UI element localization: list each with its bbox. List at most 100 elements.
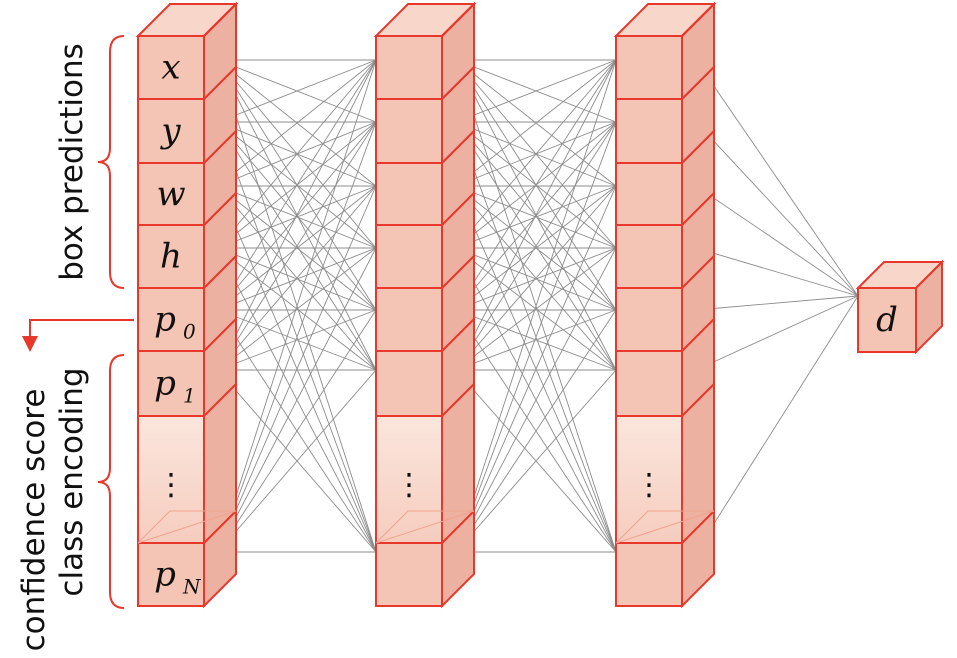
layer-cell <box>137 415 205 544</box>
connection-line <box>217 247 377 371</box>
layer-cell <box>137 287 205 352</box>
layer-cell <box>615 35 683 100</box>
class-encoding-bracket <box>97 354 125 609</box>
layer-cell <box>615 224 683 289</box>
input-cell-subscript: 0 <box>183 320 196 344</box>
output-front-face <box>857 287 917 353</box>
confidence-arrow-head <box>22 336 38 352</box>
connection-line <box>217 59 377 249</box>
connection-line <box>217 185 377 311</box>
cell-edge <box>203 510 237 544</box>
layer-connections <box>217 59 859 553</box>
cell-edge <box>681 3 715 37</box>
connection-line <box>455 59 617 371</box>
connection-line <box>217 185 377 553</box>
box-predictions-bracket <box>97 35 125 289</box>
connection-line <box>217 121 377 371</box>
cell-edge <box>681 192 715 226</box>
layer-cell <box>137 542 205 607</box>
output-connection-line <box>695 121 859 297</box>
cell-edge <box>681 255 715 289</box>
confidence-score-label: confidence score <box>16 389 52 652</box>
layer-cell <box>375 35 443 100</box>
layer-cell <box>137 350 205 417</box>
annotations: box predictions class encoding confidenc… <box>16 35 134 652</box>
layer-cell <box>615 287 683 352</box>
hidden-ellipsis: ⋮ <box>394 468 424 503</box>
connection-line <box>217 59 377 123</box>
cell-edge <box>441 255 475 289</box>
cell-edge <box>441 66 475 100</box>
connection-line <box>217 247 377 311</box>
hidden-ellipsis: ⋮ <box>634 468 664 503</box>
connection-line <box>217 369 377 553</box>
layer-cell <box>137 35 205 100</box>
output-connection-line <box>695 185 859 297</box>
connection-line <box>217 121 377 311</box>
connection-line <box>455 121 617 371</box>
cell-edge <box>203 3 237 37</box>
connection-line <box>455 247 617 553</box>
output-connection-line <box>695 247 859 297</box>
connection-line <box>455 309 617 371</box>
layer-cell <box>375 287 443 352</box>
layer-cell <box>375 224 443 289</box>
cell-edge <box>203 192 237 226</box>
class-encoding-label: class encoding <box>54 367 90 596</box>
faded-edge <box>137 510 237 544</box>
layer-cell <box>375 162 443 226</box>
input-cell-label: h <box>160 237 182 277</box>
cell-edge <box>203 383 237 417</box>
connection-line <box>455 121 617 553</box>
connection-line <box>217 309 377 371</box>
cell-edge <box>681 318 715 352</box>
faded-edge <box>615 510 715 544</box>
connection-line <box>455 59 617 249</box>
cell-edge <box>203 66 237 100</box>
connection-line <box>455 185 617 553</box>
connection-line <box>455 369 617 553</box>
connection-line <box>455 121 617 311</box>
connection-line <box>455 247 617 311</box>
layer-cell <box>375 542 443 607</box>
layer-cell <box>137 162 205 226</box>
layer-cell <box>615 98 683 164</box>
output-connection-line <box>695 59 859 297</box>
cell-edge <box>203 130 237 164</box>
cell-edge <box>681 383 715 417</box>
input-ellipsis: ⋮ <box>156 468 186 503</box>
layer-cell <box>375 350 443 417</box>
connection-line <box>217 247 377 553</box>
connection-line <box>455 309 617 553</box>
input-cell-label: p <box>154 364 176 404</box>
layer-cell <box>615 542 683 607</box>
cell-edge <box>441 192 475 226</box>
output-connection-line <box>695 295 859 553</box>
input-cell-label: w <box>156 174 185 214</box>
input-cell-label: y <box>159 111 181 151</box>
output-label: d <box>876 300 898 340</box>
output-connection-line <box>695 295 859 311</box>
connection-line <box>217 59 377 187</box>
cell-edge <box>441 130 475 164</box>
input-cell-label: x <box>161 48 180 88</box>
connection-line <box>217 185 377 371</box>
cell-edge <box>203 318 237 352</box>
connection-line <box>455 59 617 553</box>
connection-line <box>217 59 377 371</box>
input-cell-subscript: N <box>182 575 202 599</box>
connection-line <box>217 309 377 553</box>
connection-line <box>217 59 377 311</box>
confidence-arrow <box>29 319 134 338</box>
layer-cell <box>615 415 683 544</box>
box-predictions-label: box predictions <box>54 43 90 281</box>
connection-line <box>455 185 617 249</box>
layer-2: ⋮ <box>373 1 477 609</box>
connection-line <box>217 121 377 553</box>
input-cell-label: p <box>154 555 176 595</box>
cell-edge <box>441 318 475 352</box>
connection-line <box>455 247 617 371</box>
